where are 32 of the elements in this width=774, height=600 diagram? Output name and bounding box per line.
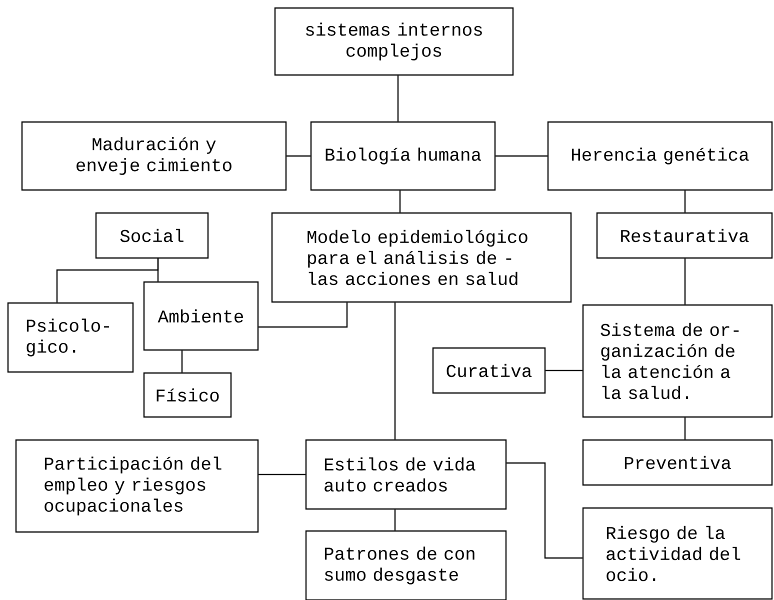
concept-box: Social [95,212,209,259]
concept-box: Modelo epidemiológico para el análisis de - las acciones en salud [271,212,572,303]
concept-box: Psicolo- gico. [7,302,134,373]
connector-line [399,190,401,212]
concept-box: Participación del empleo y riesgos ocupacionales [15,439,259,533]
concept-box: Estilos de vida auto creados [305,439,507,510]
connector-line [394,302,396,440]
connector-line [397,76,399,122]
concept-box: Riesgo de la actividad del ocio. [582,507,773,600]
concept-box: Ambiente [143,281,259,351]
concept-box: Preventiva [582,439,773,486]
connector-line [684,418,686,440]
concept-box: Herencia genética [547,121,773,191]
connector-line [506,462,582,559]
concept-box: Físico [143,372,232,418]
concept-box: Curativa [432,347,546,394]
concept-box: sistemas internos complejos [274,7,514,76]
connector-line [286,155,310,157]
concept-box: Restaurativa [596,212,773,259]
connector-line [684,258,686,304]
connector-line [157,258,159,282]
connector-line [258,302,348,328]
connector-line [684,190,686,212]
connector-line [496,155,548,157]
concept-box: Sistema de or- ganización de la atención a la salud. [582,304,773,418]
concept-box: Maduración y enveje cimiento [21,121,287,191]
connector-line [546,370,582,372]
concept-box: Patrones de con sumo desgaste [305,530,507,600]
concept-box: Biología humana [310,121,496,191]
connector-line [258,474,306,476]
connector-line [394,510,396,530]
connector-line [181,350,183,372]
